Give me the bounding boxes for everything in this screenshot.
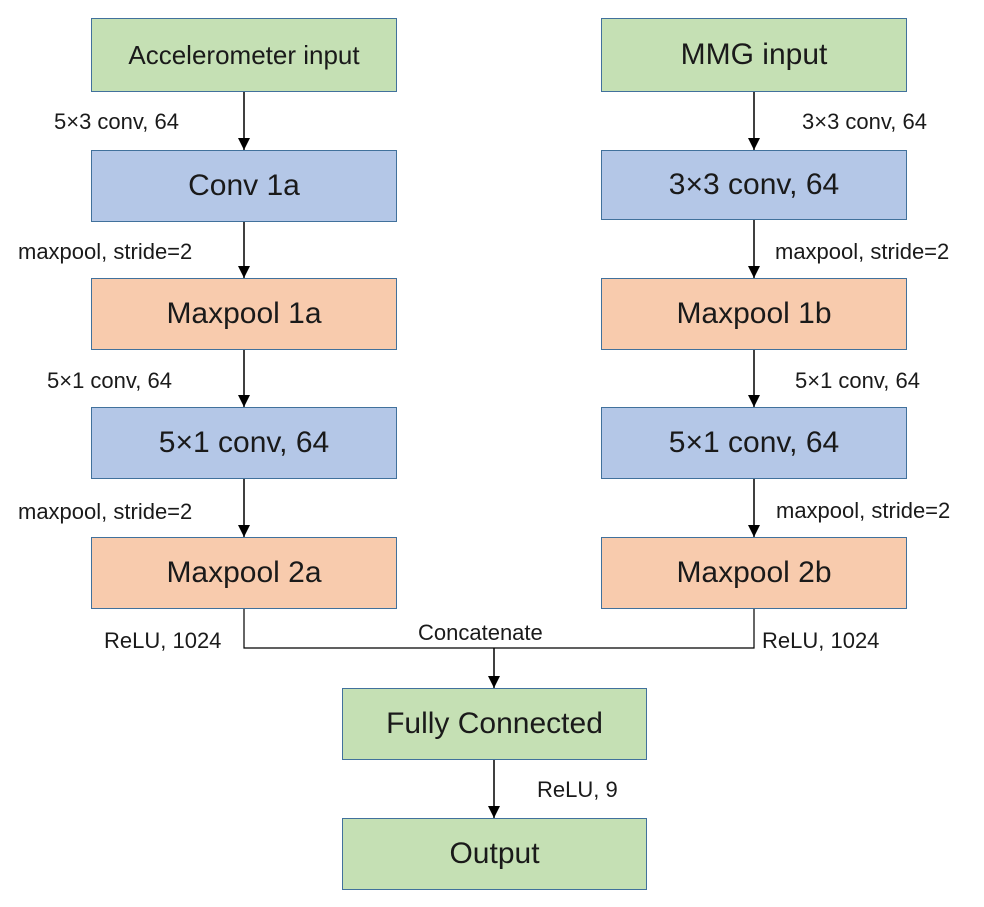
- edge-label-right-5: ReLU, 1024: [762, 628, 880, 653]
- edge-label-right-3: 5×1 conv, 64: [795, 368, 920, 393]
- edge-label-left-3: 5×1 conv, 64: [47, 368, 172, 393]
- output-box: Output: [342, 818, 647, 890]
- fully-connected-box: Fully Connected: [342, 688, 647, 760]
- conv-2a-box: 5×1 conv, 64: [91, 407, 397, 479]
- edge-label-left-5: ReLU, 1024: [104, 628, 222, 653]
- maxpool-1b-box: Maxpool 1b: [601, 278, 907, 350]
- concat-connector: [243, 609, 755, 649]
- maxpool-1a-box: Maxpool 1a: [91, 278, 397, 350]
- edge-label-left-2: maxpool, stride=2: [18, 239, 193, 264]
- conv-2b-box: 5×1 conv, 64: [601, 407, 907, 479]
- edge-label-output: ReLU, 9: [537, 777, 618, 802]
- accelerometer-input-box: Accelerometer input: [91, 18, 397, 92]
- concatenate-label: Concatenate: [418, 620, 543, 645]
- conv-1a-box: Conv 1a: [91, 150, 397, 222]
- edge-label-right-2: maxpool, stride=2: [775, 239, 950, 264]
- edge-label-left-1: 5×3 conv, 64: [54, 109, 179, 134]
- edge-label-left-4: maxpool, stride=2: [18, 499, 193, 524]
- edge-label-right-1: 3×3 conv, 64: [802, 109, 927, 134]
- maxpool-2b-box: Maxpool 2b: [601, 537, 907, 609]
- edge-label-right-4: maxpool, stride=2: [776, 498, 951, 523]
- mmg-input-box: MMG input: [601, 18, 907, 92]
- maxpool-2a-box: Maxpool 2a: [91, 537, 397, 609]
- conv-1b-box: 3×3 conv, 64: [601, 150, 907, 220]
